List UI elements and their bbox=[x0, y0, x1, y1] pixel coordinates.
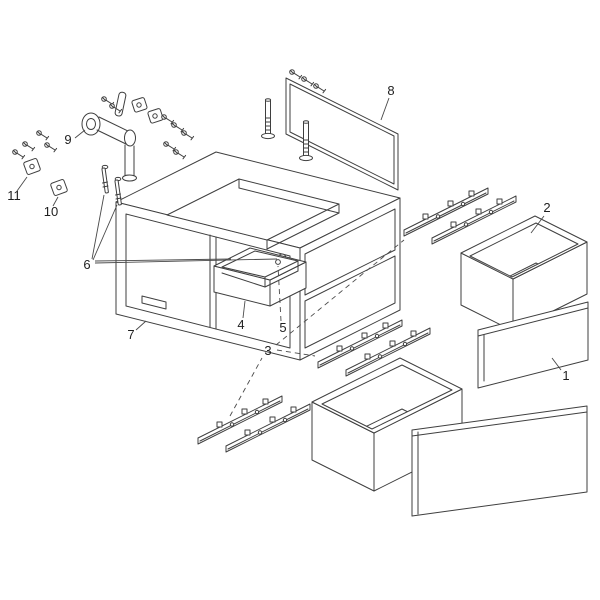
back-panel bbox=[285, 69, 399, 191]
mounting-hardware-top bbox=[101, 91, 195, 160]
leader-part-3 bbox=[275, 239, 405, 346]
fixing-pins bbox=[101, 164, 122, 206]
screw-icon bbox=[161, 114, 175, 125]
part-label-5: 5 bbox=[279, 320, 286, 335]
screw-icon bbox=[12, 149, 26, 160]
leader-lines bbox=[16, 97, 562, 417]
part-label-1: 1 bbox=[562, 368, 569, 383]
screw-icon bbox=[313, 83, 327, 94]
part-label-11: 11 bbox=[7, 188, 21, 203]
screw-icon bbox=[163, 141, 177, 152]
drawer-front-lower bbox=[411, 405, 588, 517]
part-label-7: 7 bbox=[127, 327, 134, 342]
leader-part-6 bbox=[94, 258, 278, 264]
siphon-trap bbox=[81, 112, 137, 182]
leader-part-3 bbox=[229, 357, 263, 417]
cabinet-carcass bbox=[115, 151, 401, 361]
pilot-hole-marker bbox=[275, 259, 281, 265]
drawer-box-upper bbox=[460, 215, 588, 332]
leader-part-4 bbox=[242, 300, 246, 319]
leader-part-5 bbox=[277, 265, 282, 322]
leader-part-11 bbox=[16, 176, 28, 192]
screw-icon bbox=[173, 149, 187, 160]
part-label-4: 4 bbox=[237, 317, 244, 332]
leader-part-6 bbox=[94, 258, 232, 262]
screw-icon bbox=[36, 130, 50, 141]
screw-icon bbox=[181, 130, 195, 141]
leader-part-8 bbox=[380, 97, 390, 121]
part-label-3: 3 bbox=[264, 343, 271, 358]
screw-icon bbox=[44, 142, 58, 153]
leader-part-2 bbox=[530, 215, 545, 234]
leader-part-10 bbox=[52, 196, 59, 207]
wall-plates bbox=[12, 130, 68, 196]
leader-part-9 bbox=[74, 129, 86, 139]
leader-part-1 bbox=[551, 357, 562, 371]
drawer-rails-lower bbox=[197, 395, 311, 453]
leader-part-7 bbox=[135, 320, 147, 331]
mounting-bolts bbox=[261, 98, 313, 162]
drawer-front-upper bbox=[477, 301, 589, 389]
part-label-8: 8 bbox=[387, 83, 394, 98]
leader-part-6 bbox=[91, 194, 105, 260]
part-label-9: 9 bbox=[64, 132, 71, 147]
inner-tray bbox=[213, 247, 307, 307]
part-label-2: 2 bbox=[543, 200, 550, 215]
diagram-linework bbox=[12, 69, 589, 517]
screw-icon bbox=[289, 69, 303, 80]
part-label-6: 6 bbox=[83, 257, 90, 272]
screw-icon bbox=[22, 141, 36, 152]
screw-icon bbox=[171, 122, 185, 133]
leader-part-6 bbox=[92, 204, 118, 261]
part-labels: 1 2 3 4 5 6 7 8 9 10 11 bbox=[7, 83, 569, 383]
part-label-10: 10 bbox=[44, 204, 58, 219]
leader-part-3 bbox=[276, 349, 316, 357]
screw-icon bbox=[301, 76, 315, 87]
